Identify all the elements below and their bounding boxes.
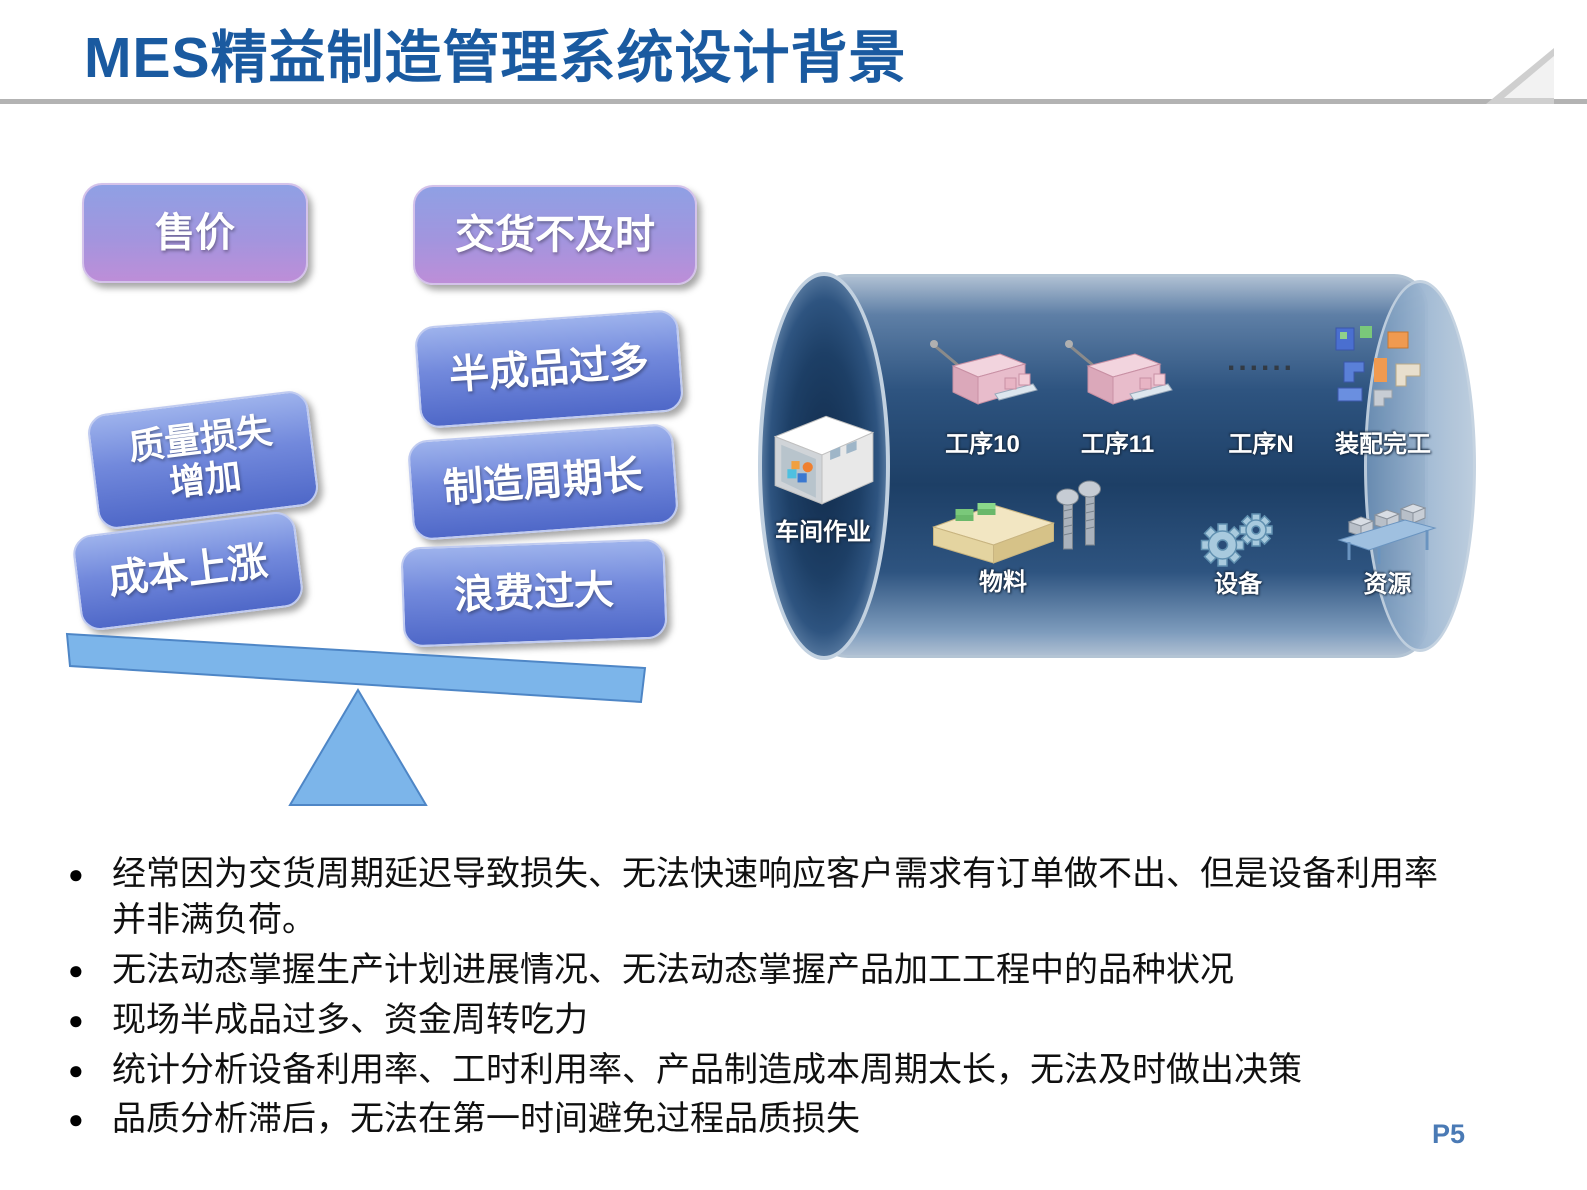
resource-label: 资源	[1363, 571, 1412, 598]
bullet-item: 统计分析设备利用率、工时利用率、产品制造成本周期太长，无法及时做出决策	[68, 1048, 1452, 1094]
assembly-label: 装配完工	[1335, 431, 1431, 458]
box-label-line2: 增加	[167, 455, 244, 505]
process10-label: 工序10	[945, 431, 1020, 458]
workshop-icon	[773, 415, 875, 505]
equipment-gears-icon	[1200, 513, 1273, 567]
page-number: P5	[1431, 1119, 1465, 1149]
box-excess-wip: 半成品过多	[413, 308, 685, 430]
box-label: 浪费过大	[453, 567, 615, 618]
box-label: 成本上涨	[105, 538, 271, 603]
machine-process11-icon	[1065, 340, 1173, 405]
assembly-complete-icon	[1335, 326, 1421, 407]
box-quality-loss: 质量损失 增加	[85, 388, 321, 532]
box-label: 售价	[155, 210, 235, 255]
seesaw-plank	[65, 632, 647, 704]
processN-label: 工序N	[1228, 431, 1294, 458]
page-corner-fold-icon	[1486, 48, 1554, 104]
bullet-item: 现场半成品过多、资金周转吃力	[68, 998, 1452, 1044]
material-label: 物料	[979, 569, 1027, 596]
box-label: 半成品过多	[447, 339, 651, 398]
bullet-item: 经常因为交货周期延迟导致损失、无法快速响应客户需求有订单做不出、但是设备利用率并…	[68, 852, 1452, 944]
material-icon	[931, 480, 1101, 564]
resource-conveyor-icon	[1337, 503, 1437, 564]
header-divider-line	[0, 99, 1587, 104]
bullet-item: 品质分析滞后，无法在第一时间避免过程品质损失	[68, 1097, 1452, 1143]
workshop-label: 车间作业	[775, 519, 871, 546]
bullet-item: 无法动态掌握生产计划进展情况、无法动态掌握产品加工工程中的品种状况	[68, 948, 1452, 994]
bullet-list: 经常因为交货周期延迟导致损失、无法快速响应客户需求有订单做不出、但是设备利用率并…	[68, 852, 1452, 1147]
slide-title: MES精益制造管理系统设计背景	[84, 26, 907, 90]
continuation-dots: ......	[1226, 344, 1295, 377]
cylinder-right-cap	[1364, 280, 1476, 652]
box-long-cycle: 制造周期长	[406, 422, 680, 542]
cylinder-body	[814, 274, 1428, 658]
machine-process10-icon	[930, 340, 1038, 405]
box-rising-cost: 成本上涨	[70, 509, 306, 633]
process11-label: 工序11	[1080, 431, 1155, 458]
box-late-delivery: 交货不及时	[413, 185, 697, 285]
box-label: 交货不及时	[455, 212, 655, 257]
production-pipeline-graphic: 车间作业 工序10 工序11 ...... 工序N	[758, 272, 1476, 660]
equipment-label: 设备	[1214, 571, 1262, 598]
box-selling-price: 售价	[82, 183, 308, 283]
seesaw-fulcrum-triangle	[288, 688, 428, 806]
box-label: 制造周期长	[441, 452, 645, 511]
